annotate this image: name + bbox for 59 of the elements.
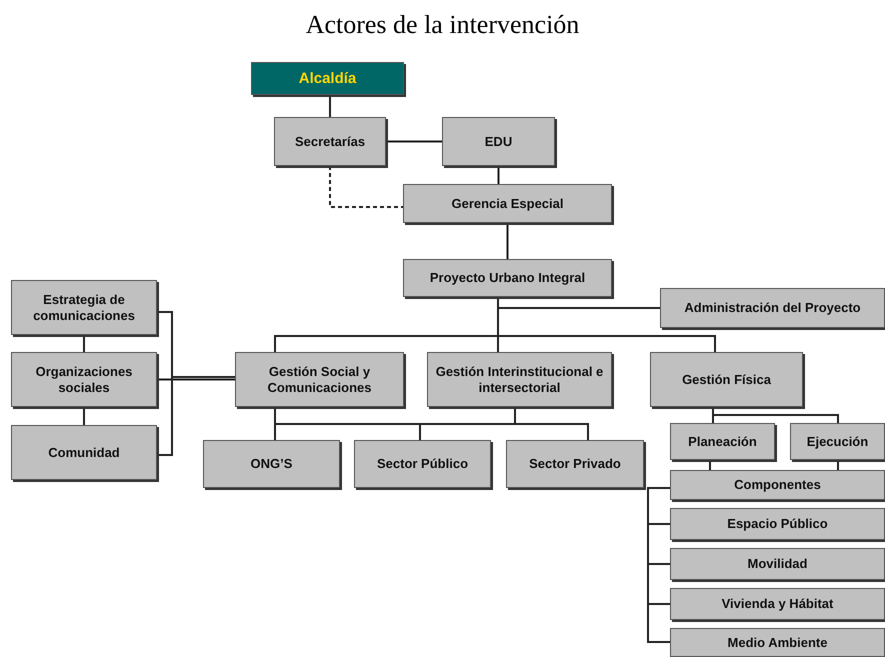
connector-line (709, 460, 711, 470)
connector-line (386, 140, 442, 142)
org-box (354, 440, 491, 488)
box-label: Estrategia de comunicaciones (32, 292, 136, 324)
connector-line (83, 407, 85, 425)
org-box (670, 628, 885, 657)
box-label: Proyecto Urbano Integral (430, 270, 586, 286)
box-label: Movilidad (748, 556, 808, 572)
org-box (660, 288, 885, 328)
org-box (11, 425, 157, 480)
org-box (670, 588, 885, 620)
org-box (442, 117, 555, 166)
org-box (670, 470, 885, 500)
connector-line (157, 378, 235, 380)
org-box (203, 440, 340, 488)
box-label: Gestión Física (682, 372, 771, 388)
box-label: Ejecución (806, 434, 868, 450)
diagram-title: Actores de la intervención (304, 10, 580, 40)
org-box (670, 508, 885, 540)
box-label: Gerencia Especial (451, 196, 564, 212)
connector-line (837, 460, 839, 470)
connector-line (497, 297, 716, 352)
org-box (403, 184, 612, 223)
org-box (670, 423, 775, 460)
box-label: Organizaciones sociales (34, 364, 134, 396)
dashed-connector (329, 166, 403, 208)
connector-line (83, 335, 85, 352)
box-label: Sector Público (376, 456, 468, 472)
org-box (251, 62, 404, 95)
org-box (650, 352, 803, 407)
org-box (274, 117, 386, 166)
org-box (506, 440, 644, 488)
connector-line (498, 166, 500, 184)
box-label: Componentes (734, 477, 821, 493)
org-box (11, 280, 157, 335)
box-label: Secretarías (294, 134, 366, 150)
connector-line (514, 407, 589, 440)
box-label: Comunidad (48, 444, 120, 460)
box-label: Vivienda y Hábitat (722, 596, 834, 612)
connector-line (712, 407, 839, 423)
connector-line (329, 95, 331, 117)
box-label: Gestión Interinstitucional e intersectorial (434, 364, 604, 396)
org-box (427, 352, 612, 407)
box-label: Alcaldía (298, 70, 356, 88)
org-box (403, 259, 612, 297)
org-box (235, 352, 404, 407)
org-box (670, 548, 885, 580)
box-label: ONG’S (250, 456, 292, 472)
box-label: Planeación (688, 434, 757, 450)
connector-line (506, 223, 508, 259)
connector-line (647, 487, 670, 643)
box-label: Medio Ambiente (728, 634, 828, 650)
box-label: Gestión Social y Comunicaciones (266, 364, 373, 396)
org-box (790, 423, 885, 460)
box-label: Espacio Público (727, 516, 828, 532)
box-label: EDU (484, 134, 512, 150)
box-label: Sector Privado (529, 456, 621, 472)
org-box (11, 352, 157, 407)
box-label: Administración del Proyecto (684, 300, 861, 316)
